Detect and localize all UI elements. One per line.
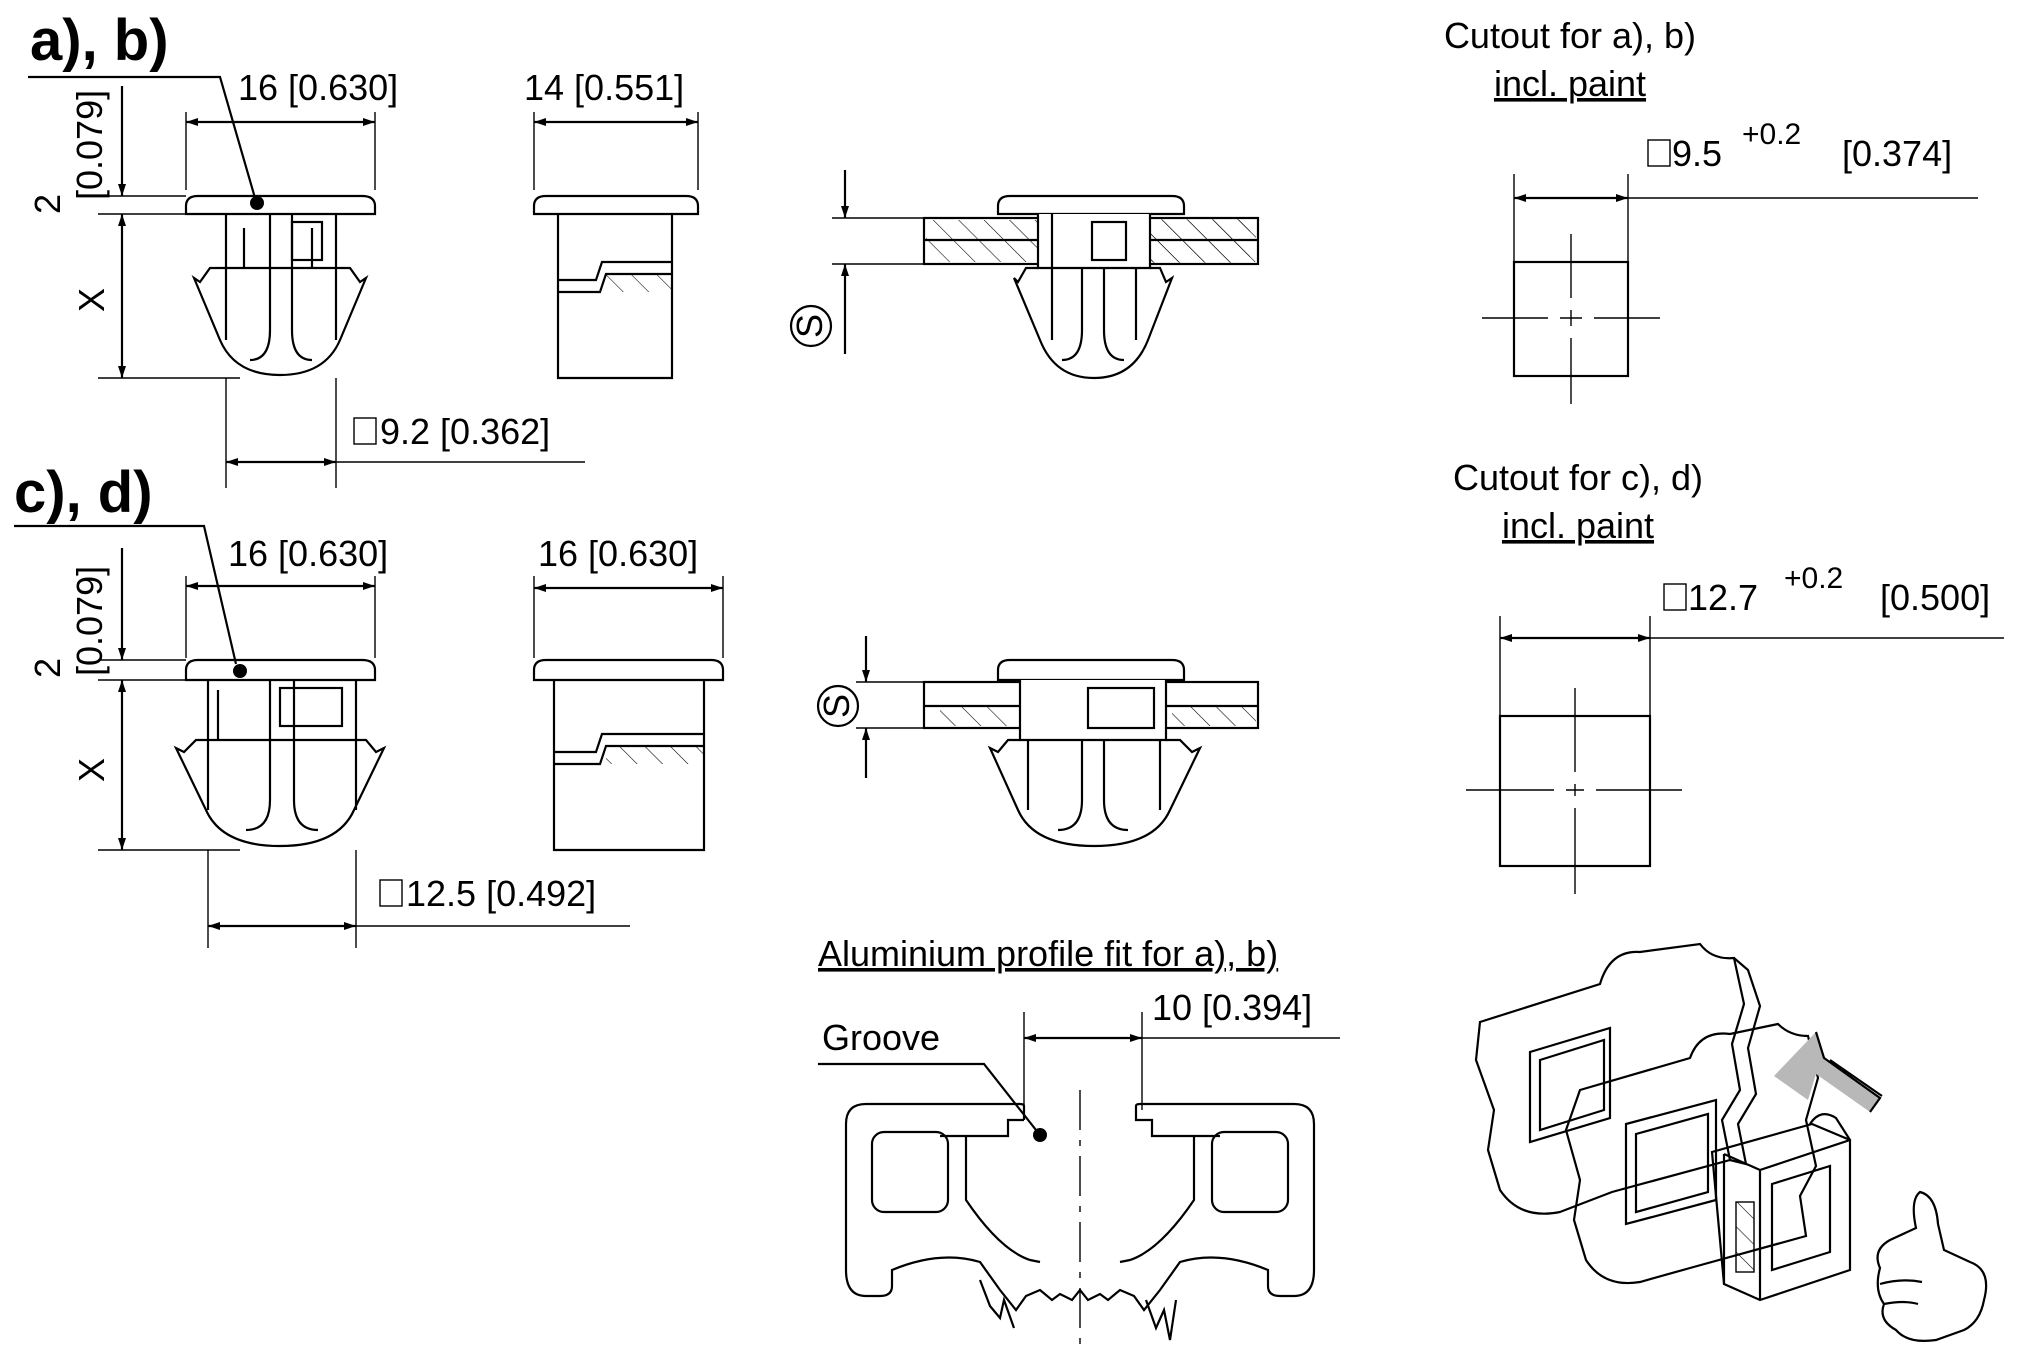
cutout-ab-square-symbol — [1647, 139, 1671, 167]
panel-thickness-symbol-ab: S — [789, 314, 830, 338]
view-cd-clip-window — [278, 686, 344, 728]
view-ab-side-dim: 14 [0.551] — [524, 67, 684, 108]
cutout-cd: Cutout for c), d) incl. paint 12.7 +0.2 … — [1453, 457, 2004, 894]
cutout-cd-subtitle: incl. paint — [1502, 505, 1654, 546]
view-ab-width-dim: 16 [0.630] — [238, 67, 398, 108]
panel-section-cd: S — [816, 636, 1260, 848]
view-cd-side-dim: 16 [0.630] — [538, 533, 698, 574]
view-ab: a), b) 16 [0.630] 2 [0.079] X 9.2 [0.362… — [27, 8, 700, 488]
cutout-cd-nominal: 12.7 — [1688, 577, 1758, 618]
view-cd-width-dim: 16 [0.630] — [228, 533, 388, 574]
profile-outline — [844, 1102, 1316, 1312]
view-cd-clip-side — [532, 658, 725, 852]
cutout-ab-nominal: 9.5 — [1672, 133, 1722, 174]
view-ab-length-dim: X — [71, 288, 112, 312]
view-cd-leader-dot — [233, 664, 247, 678]
cutout-ab-title: Cutout for a), b) — [1444, 15, 1696, 56]
view-cd-leader — [14, 524, 238, 665]
view-cd-head-dim-inch: [0.079] — [69, 566, 110, 676]
profile-groove-leader — [818, 1062, 1037, 1131]
cutout-cd-square-symbol — [1663, 583, 1687, 611]
view-ab-label: a), b) — [30, 8, 169, 73]
view-cd-head-dim: 2 — [27, 658, 68, 678]
panel-section-ab: S — [789, 170, 1260, 380]
cutout-cd-inch: [0.500] — [1880, 577, 1990, 618]
profile-groove-label: Groove — [822, 1017, 940, 1058]
cutout-ab: Cutout for a), b) incl. paint 9.5 +0.2 [… — [1444, 15, 1978, 404]
installation-illustration — [1474, 942, 1988, 1342]
view-ab-head-dim: 2 — [27, 194, 68, 214]
profile-width-dim: 10 [0.394] — [1152, 987, 1312, 1028]
cutout-ab-tolerance: +0.2 — [1742, 118, 1801, 151]
profile-title: Aluminium profile fit for a), b) — [818, 933, 1278, 974]
insert-direction-arrow — [1774, 1032, 1880, 1112]
cutout-ab-subtitle: incl. paint — [1494, 63, 1646, 104]
cutout-cd-title: Cutout for c), d) — [1453, 457, 1703, 498]
view-cd-clip-front — [173, 658, 387, 848]
thumbs-up-icon — [1876, 1190, 1988, 1342]
view-ab-leader — [28, 75, 257, 199]
profile-groove-dot — [1033, 1128, 1047, 1142]
view-cd-length-dim: X — [71, 758, 112, 782]
view-ab-clip-window — [290, 220, 324, 262]
view-ab-square-symbol — [353, 417, 377, 445]
cutout-cd-tolerance: +0.2 — [1784, 562, 1843, 595]
view-ab-clip-front — [184, 194, 377, 377]
view-cd-label: c), d) — [14, 460, 153, 525]
view-cd: c), d) 16 [0.630] 2 [0.079] X 12.5 [0.49… — [14, 460, 725, 948]
view-cd-square-dim: 12.5 [0.492] — [406, 873, 596, 914]
view-ab-head-dim-inch: [0.079] — [69, 90, 110, 200]
view-ab-square-dim: 9.2 [0.362] — [380, 411, 550, 452]
view-ab-leader-dot — [250, 196, 264, 210]
view-cd-square-symbol — [379, 879, 403, 907]
view-ab-clip-side — [532, 194, 700, 380]
panel-thickness-symbol-cd: S — [816, 694, 857, 718]
cutout-ab-inch: [0.374] — [1842, 133, 1952, 174]
aluminium-profile: Aluminium profile fit for a), b) Groove … — [818, 933, 1340, 1346]
